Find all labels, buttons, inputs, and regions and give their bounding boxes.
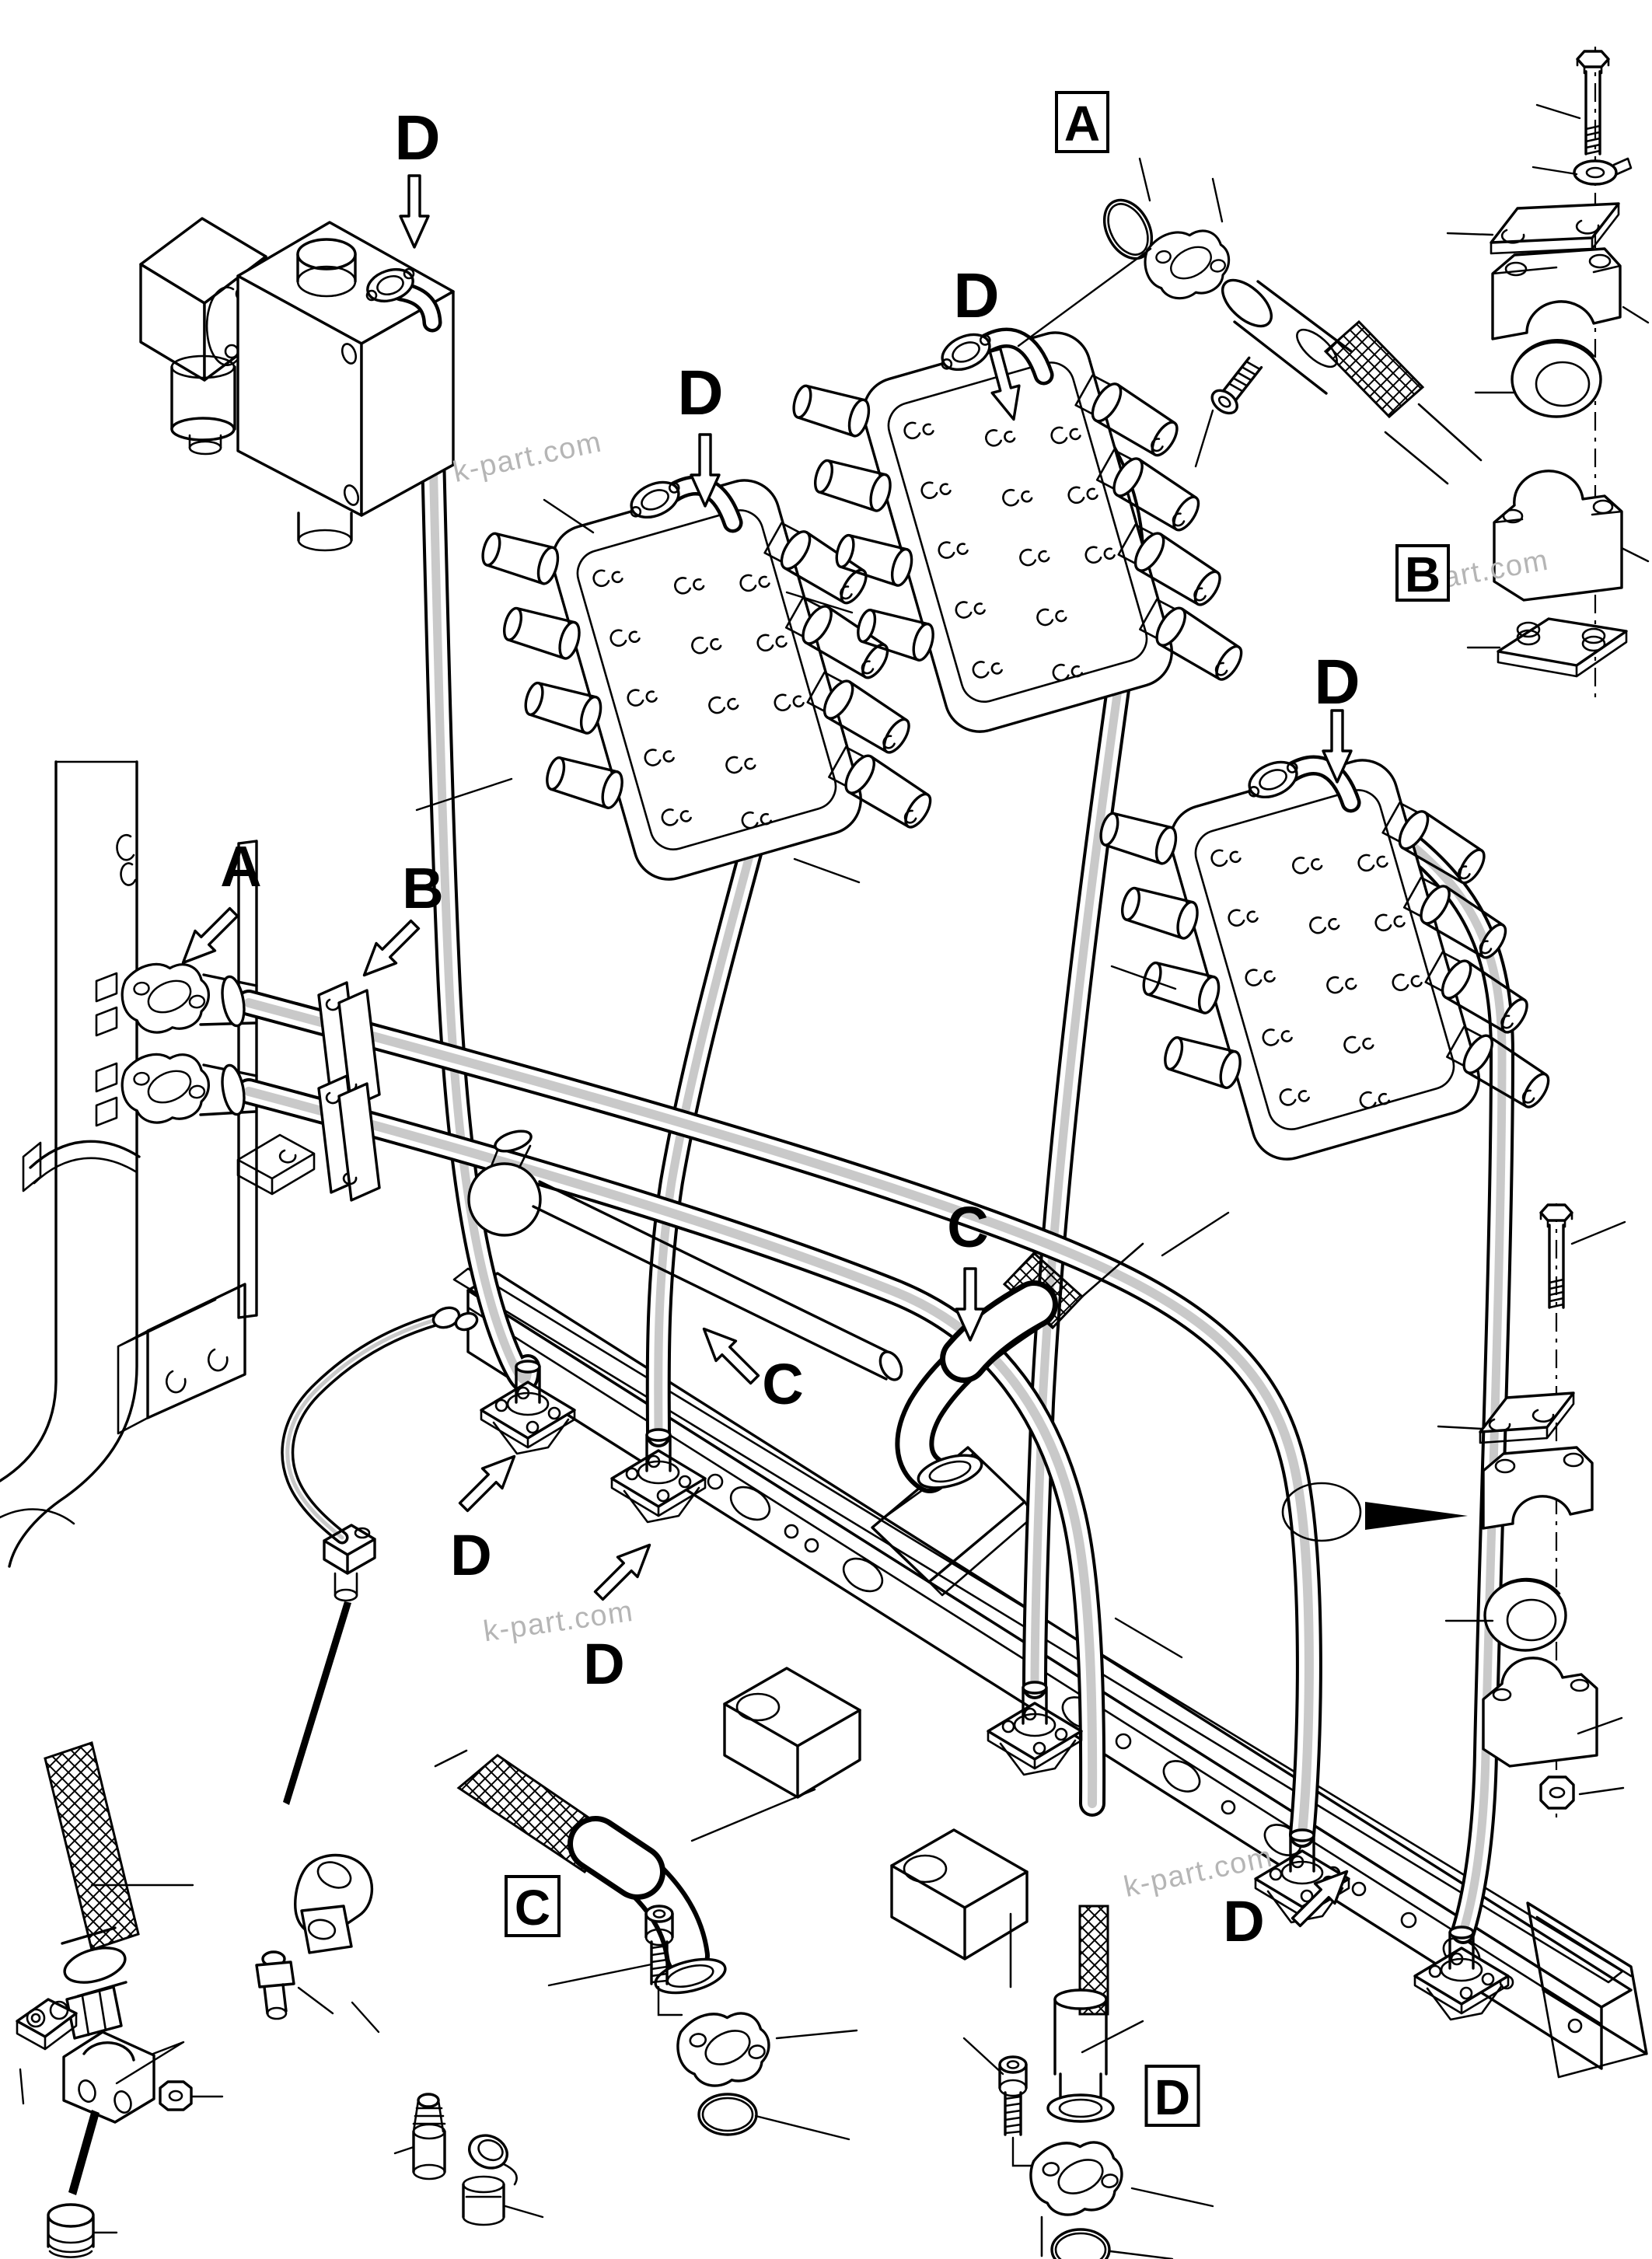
callout-arrow-icon (588, 1534, 661, 1607)
o-ring (697, 2093, 758, 2136)
hose-clamp-callout (1281, 1482, 1468, 1542)
watermark-text: k-part.com (450, 426, 605, 490)
leader-lines (19, 103, 1650, 2259)
clamp-base-plate (1497, 617, 1628, 678)
c-elbow-connection (895, 1242, 1144, 1493)
detail-b-parts (1490, 47, 1633, 704)
detail-d-parts (998, 1905, 1129, 2259)
hose-clamp-plates (317, 981, 381, 1202)
rail-support-leg (890, 1828, 1029, 1960)
plug-fitting (255, 1950, 295, 2020)
callout-arrow-icon (399, 174, 430, 249)
callout-letter-D: D (394, 103, 440, 173)
braided-hose (1078, 1905, 1109, 2016)
label-letter: C (515, 1880, 550, 1936)
callout-arrow-icon (452, 1445, 526, 1518)
callout-arrow-icon (353, 913, 426, 986)
relief-valve-assembly (139, 217, 455, 552)
callout-letter-B: B (402, 856, 443, 920)
clamp-block-assembly (16, 1998, 193, 2195)
pilot-hose (281, 1306, 479, 1805)
label-box (1395, 544, 1450, 602)
small-bracket (236, 1133, 316, 1196)
clamp-lower-half (1482, 1657, 1598, 1768)
pipe-clamp-band (22, 1140, 141, 1192)
left-flange-connection-lower (95, 1046, 258, 1129)
callout-letter-D: D (583, 1632, 624, 1696)
boxed-callout-labels: A B C D (505, 91, 1450, 2127)
callout-letter-D: D (953, 260, 999, 331)
bottom-left-parts (16, 1741, 518, 2258)
hose-grommet (1511, 339, 1602, 418)
callout-letter-C: C (762, 1352, 803, 1416)
leader-wedge (68, 2110, 100, 2195)
dust-cap (462, 2134, 518, 2226)
callout-letter-A: A (220, 834, 261, 899)
hex-nut (159, 2080, 193, 2111)
left-flange-connection-upper (95, 955, 258, 1039)
clamp-upper-half (1482, 1446, 1594, 1530)
hose-hex-nut (65, 1985, 123, 2040)
clamp-plate (1490, 202, 1620, 255)
cap (47, 2203, 95, 2258)
socket-bolt (998, 2055, 1028, 2136)
rail-support-leg (723, 1667, 861, 1799)
lock-washer (1573, 157, 1633, 186)
clamp-lower-half (1493, 470, 1623, 602)
split-flange-clamp (671, 2003, 776, 2093)
braided-hose (44, 1741, 140, 1951)
clamp-upper-half (1491, 247, 1622, 340)
callout-letter-D: D (450, 1523, 491, 1587)
label-box (505, 1875, 561, 1937)
callout-arrow-icon (172, 901, 245, 974)
solid-pointer-arrow (1365, 1502, 1468, 1530)
callout-letter-D: D (677, 358, 723, 428)
boxed-label-A: A (1055, 91, 1109, 153)
callout-letter-D: D (1223, 1889, 1264, 1953)
label-letter: A (1064, 96, 1100, 152)
right-clamp-parts (1479, 1203, 1598, 1817)
hose-grommet (1483, 1577, 1567, 1652)
clamp-plate (1479, 1391, 1575, 1444)
rail-end-plate (1526, 1901, 1648, 2079)
frame-bracket (117, 1283, 246, 1435)
elbow-union (294, 1853, 374, 1954)
valve-block-2 (781, 282, 1255, 780)
ball-fitting-pipe (467, 1130, 903, 1381)
boxed-label-C: C (505, 1875, 561, 1937)
label-box (1144, 2065, 1200, 2127)
test-coupler (412, 2093, 446, 2180)
split-flange-clamp (1024, 2132, 1129, 2222)
callout-letter-D: D (1314, 647, 1360, 718)
label-box (1055, 91, 1109, 153)
leader-wedge (283, 1601, 351, 1805)
detail-c-parts (434, 1749, 776, 2136)
boxed-label-B: B (1395, 544, 1450, 602)
label-letter: D (1154, 2069, 1190, 2125)
callout-letter-C: C (947, 1195, 988, 1259)
label-letter: B (1405, 546, 1441, 602)
banjo-fitting (323, 1524, 376, 1602)
detail-a-parts (1102, 198, 1483, 485)
callout-arrow-icon (693, 1318, 766, 1391)
hex-nut (1539, 1775, 1575, 1810)
machine-frame (0, 760, 316, 1568)
boxed-label-D: D (1144, 2065, 1200, 2127)
callout-letters: D D D D A B C C D D D (220, 103, 1360, 1953)
o-ring (1050, 2228, 1111, 2259)
